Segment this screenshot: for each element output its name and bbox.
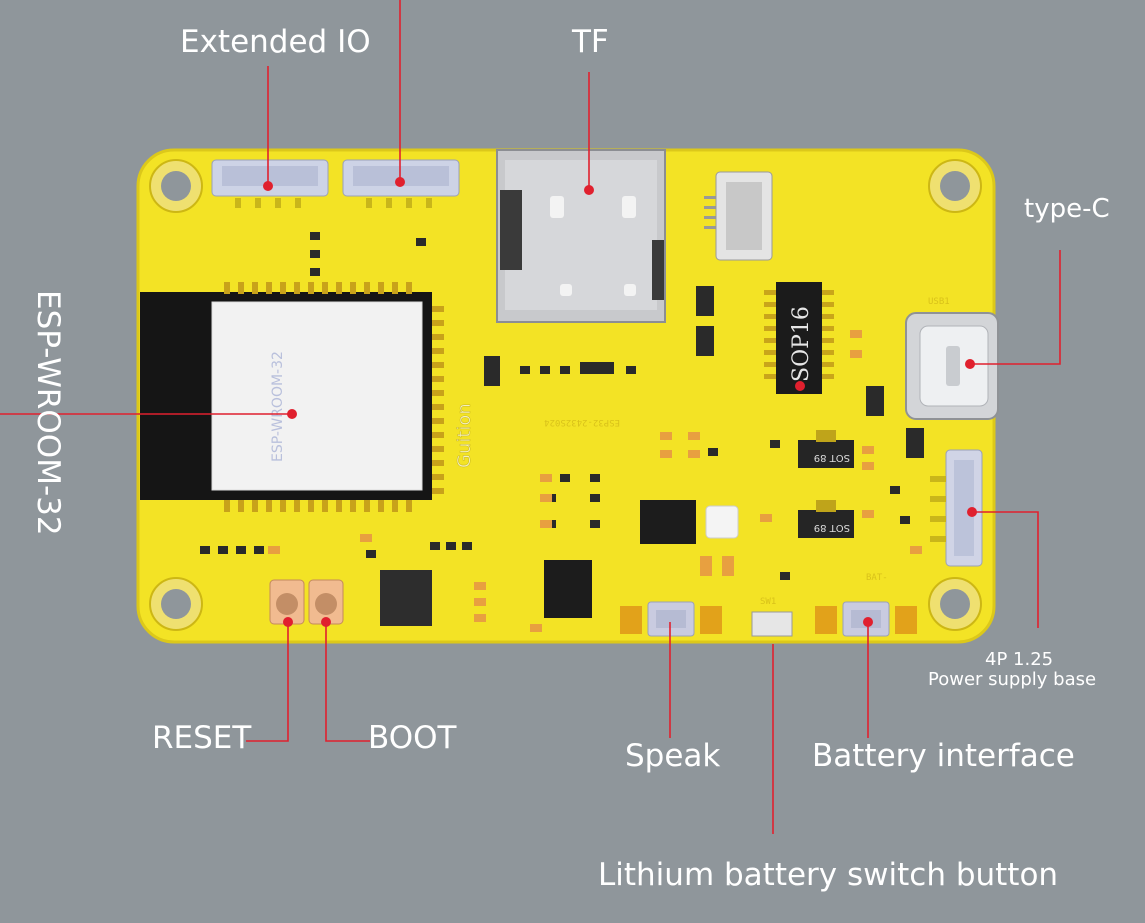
sot-text-1: SOT 89 — [814, 452, 850, 463]
label-reset: RESET — [152, 720, 252, 756]
module-silkscreen-text: ESP-WROOM-32 — [270, 351, 286, 462]
label-boot: BOOT — [368, 720, 457, 756]
fpc-connector — [704, 171, 773, 261]
label-power-base-line1: 4P 1.25 — [985, 649, 1054, 670]
mounting-holes — [149, 159, 982, 631]
usb-silkscreen: USB1 — [928, 297, 950, 307]
sot89-regulators: SOT 89 SOT 89 — [798, 430, 854, 538]
sot-text-2: SOT 89 — [814, 522, 850, 533]
bat-silkscreen: BAT- — [866, 573, 888, 583]
label-esp-wroom-32: ESP-WROOM-32 — [30, 290, 66, 536]
label-type-c: type-C — [1024, 194, 1110, 224]
label-speak: Speak — [625, 738, 721, 774]
label-power-base-line2: Power supply base — [928, 669, 1097, 690]
power-supply-connector — [930, 449, 983, 567]
label-lithium-switch: Lithium battery switch button — [598, 857, 1059, 893]
leader-dots — [263, 177, 977, 627]
sop16-chip: SOP16 — [764, 282, 834, 394]
sw-silkscreen: SW1 — [760, 597, 776, 607]
label-battery-interface: Battery interface — [812, 738, 1075, 774]
tf-card-slot — [496, 149, 666, 323]
board-id-silkscreen: ESP32-2432S024 — [544, 417, 620, 427]
sop16-text: SOP16 — [789, 306, 814, 382]
esp32-module: ESP-WROOM-32 — [140, 282, 444, 512]
leader-lines — [0, 0, 1061, 834]
ic-chips — [380, 500, 739, 626]
label-tf: TF — [572, 24, 609, 60]
usb-type-c-port: USB1 — [905, 297, 999, 420]
smd-components — [200, 232, 924, 580]
label-extended-io: Extended IO — [180, 24, 371, 60]
smd-capacitors — [268, 330, 922, 632]
tactile-buttons — [269, 579, 344, 625]
brand-silkscreen: Guition — [454, 403, 475, 468]
